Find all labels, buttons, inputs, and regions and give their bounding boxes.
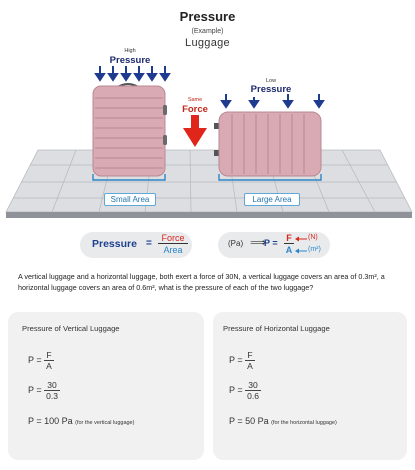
vertical-a-symbol: A [46,361,52,371]
vertical-result-note: (for the vertical luggage) [75,420,135,426]
vertical-p-equals-2: P = [28,384,42,395]
horizontal-force-value: 30 [245,380,261,391]
same-force-arrow [183,115,207,147]
small-area-label: Small Area [104,193,156,206]
high-label: High [124,48,136,54]
vertical-result-row: P = 100 Pa (for the vertical luggage) [28,416,134,426]
vertical-p-equals: P = [28,354,42,365]
formula-equals: = [146,238,152,249]
vertical-force-value: 30 [44,380,60,391]
luggage-scene [5,66,413,218]
horizontal-a-symbol: A [247,361,253,371]
large-area-marker [218,174,322,181]
high-pressure-label: Pressure [109,55,151,66]
tiled-floor [5,149,413,218]
vertical-area-value: 0.3 [46,391,58,401]
horizontal-result-row: P = 50 Pa (for the horizontal luggage) [229,416,337,426]
example-subject: Luggage [185,37,230,49]
problem-statement: A vertical luggage and a horizontal lugg… [18,272,385,292]
page-title: Pressure [179,9,236,24]
pressure-formula: Pressure = Force Area [80,232,192,258]
units-f-symbol: F [284,233,294,244]
newton-unit: (N) [308,234,318,241]
horizontal-luggage [214,111,322,177]
horizontal-result: P = 50 Pa [229,416,269,426]
formula-pressure-word: Pressure [92,238,137,250]
low-pressure-arrows [220,94,325,109]
horizontal-area-value: 0.6 [247,391,259,401]
units-a-symbol: A [285,245,293,255]
vertical-f-symbol: F [44,350,54,361]
low-pressure-label: Pressure [250,84,292,95]
units-p-symbol: P = [264,238,278,248]
vertical-solution-title: Pressure of Vertical Luggage [22,324,120,333]
horizontal-p-equals-2: P = [229,384,243,395]
formula-area-word: Area [163,245,183,255]
horizontal-f-symbol: F [245,350,255,361]
horizontal-result-note: (for the horizontal luggage) [271,420,337,426]
horizontal-solution-title: Pressure of Horizontal Luggage [223,324,330,333]
formula-force-word: Force [158,233,188,244]
square-meter-unit: (m²) [308,246,321,253]
low-label: Low [265,78,277,84]
pascal-unit: (Pa) [228,239,244,248]
high-pressure-arrows [94,66,171,82]
page-subtitle: (Example) [191,28,224,35]
large-area-label: Large Area [244,193,300,206]
horizontal-p-equals: P = [229,354,243,365]
force-label: Force [182,104,208,115]
units-arrows-icon [295,236,307,254]
implies-arrow-icon: ⟹ [250,237,266,249]
vertical-result: P = 100 Pa [28,416,73,426]
small-area-marker [92,174,166,181]
formula-units: (Pa) ⟹ P = F A (N) (m²) [218,232,330,258]
same-label: Same [187,97,203,103]
vertical-luggage [92,83,167,177]
